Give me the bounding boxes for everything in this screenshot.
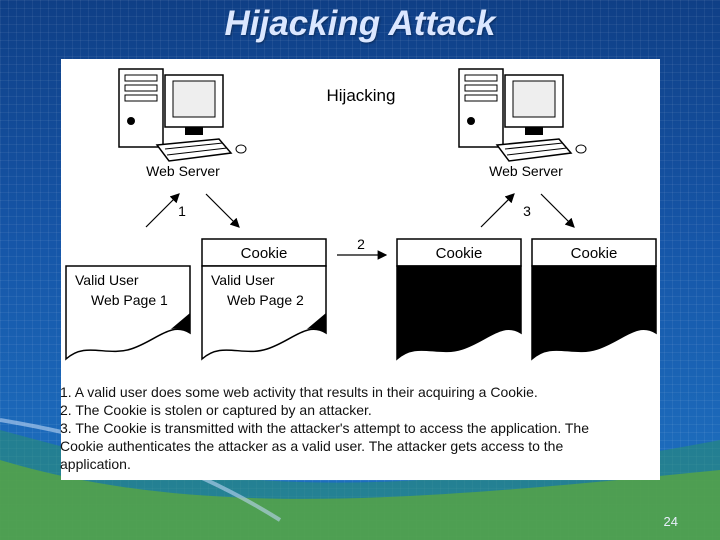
web-page-2-document xyxy=(201,265,327,361)
left-web-server-icon xyxy=(118,68,247,162)
diagram-canvas: Hijacking Web Server Web Server 1 3 2 Va… xyxy=(65,68,657,361)
step-2-label: 2 xyxy=(357,236,365,252)
arrow-to-server-3 xyxy=(480,193,515,228)
diagram-caption: 1. A valid user does some web activity t… xyxy=(60,383,600,473)
page1-line1: Valid User xyxy=(75,272,139,288)
page1-line2: Web Page 1 xyxy=(91,292,168,308)
slide-number: 24 xyxy=(663,514,678,529)
caption-line-5: application. xyxy=(60,456,131,472)
cookie-tab-3 xyxy=(531,238,657,267)
right-server-label: Web Server xyxy=(489,163,563,179)
cookie-label-3: Cookie xyxy=(571,245,618,262)
caption-line-1: 1. A valid user does some web activity t… xyxy=(60,384,538,400)
caption-line-3: 3. The Cookie is transmitted with the at… xyxy=(60,420,589,436)
caption-line-2: 2. The Cookie is stolen or captured by a… xyxy=(60,402,372,418)
slide-title: Hijacking Attack xyxy=(224,4,496,43)
cookie-tab-1 xyxy=(201,238,327,267)
attacker-page-1 xyxy=(396,265,522,361)
page2-line1: Valid User xyxy=(211,272,275,288)
caption-line-4: Cookie authenticates the attacker as a v… xyxy=(60,438,564,454)
step-3-label: 3 xyxy=(523,203,531,219)
arrow-from-server-3 xyxy=(540,193,575,228)
arrow-from-server-1 xyxy=(205,193,240,228)
web-page-1-document xyxy=(65,265,191,361)
step-1-label: 1 xyxy=(178,203,186,219)
hijacking-diagram: Hijacking Web Server Web Server 1 3 2 Va… xyxy=(61,59,660,480)
left-server-label: Web Server xyxy=(146,163,220,179)
diagram-heading: Hijacking xyxy=(327,86,396,105)
page2-line2: Web Page 2 xyxy=(227,292,304,308)
arrow-to-server-1 xyxy=(145,193,180,228)
attacker-page-2 xyxy=(531,265,657,361)
cookie-label-1: Cookie xyxy=(241,245,288,262)
cookie-label-2: Cookie xyxy=(436,245,483,262)
right-web-server-icon xyxy=(458,68,587,162)
cookie-tab-2 xyxy=(396,238,522,267)
